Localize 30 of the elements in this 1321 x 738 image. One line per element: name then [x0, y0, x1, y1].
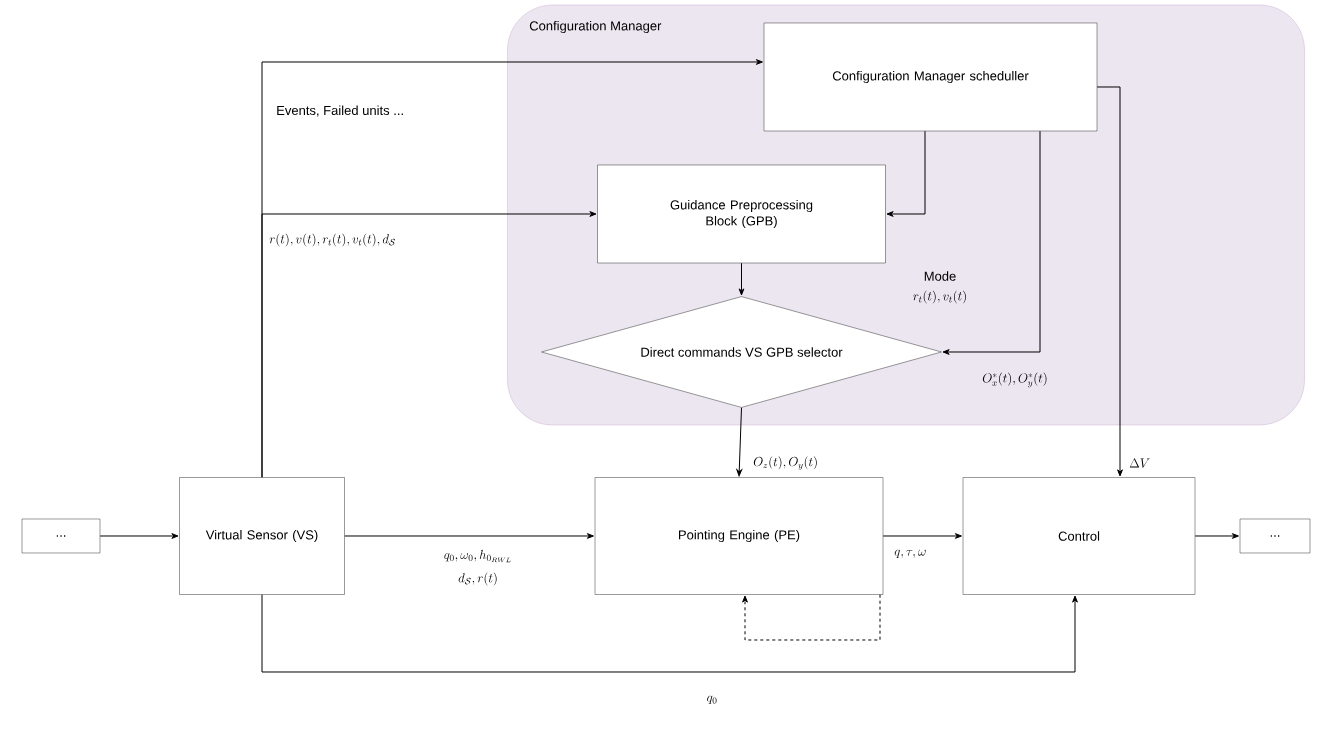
edge-label: $r(t), v(t), r_t(t), v_t(t), d_{\mathcal{S}}$	[269, 233, 395, 247]
edge-label: $q_0, \omega_0, h_{0_{RWL}}$	[444, 549, 511, 563]
arrow	[1096, 86, 1123, 477]
process-box: Guidance Preprocessing Block (GPB)	[597, 164, 886, 264]
panel-heading: Configuration Manager	[529, 20, 662, 34]
arrow	[261, 594, 1078, 673]
arrow	[99, 533, 179, 539]
arrow	[742, 594, 881, 641]
process-box: ...	[21, 518, 101, 554]
arrow	[738, 262, 745, 296]
edge-label: $O^*_x(t), O^*_y(t)$	[982, 372, 1047, 388]
arrow	[882, 533, 962, 539]
arrow	[1194, 533, 1239, 539]
process-box: Control	[962, 477, 1196, 595]
signal-label: $d_{\mathcal{S}}, r(t)$	[458, 572, 497, 586]
process-box: ...	[1239, 518, 1311, 554]
process-box: Configuration Manager scheduller	[763, 22, 1098, 132]
arrow	[942, 130, 1041, 355]
process-box: Pointing Engine (PE)	[594, 477, 884, 595]
signal-label: Mode	[924, 271, 956, 281]
edge-label: $q_0$	[707, 695, 717, 705]
arrow	[261, 211, 597, 478]
edge-label: Events, Failed units ...	[277, 105, 403, 117]
arrow	[736, 407, 743, 477]
arrow	[344, 533, 594, 539]
edge-label: $O_z(t), O_y(t)$	[753, 456, 817, 470]
edge-label: $\Delta V$	[1129, 458, 1150, 468]
arrow	[886, 130, 926, 217]
edge-label: $q, \tau, \omega$	[894, 549, 926, 559]
process-box: Virtual Sensor (VS)	[179, 477, 345, 595]
